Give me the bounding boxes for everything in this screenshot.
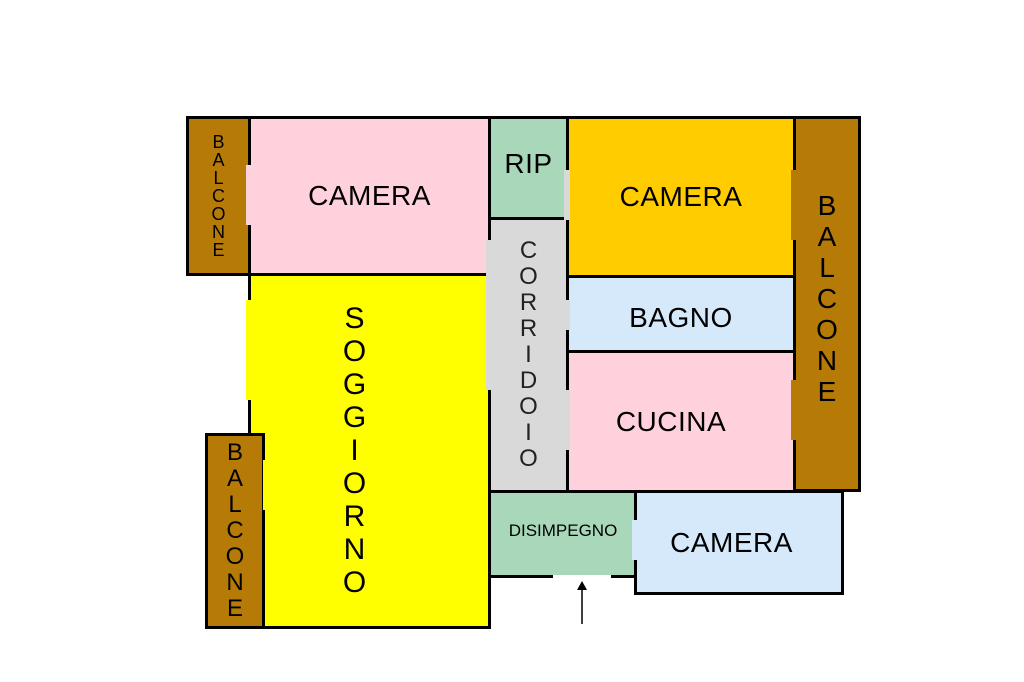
door-opening: [791, 170, 797, 240]
room-label-letter: R: [343, 500, 366, 533]
room-label-letter: I: [525, 341, 532, 368]
room-label-letter: L: [228, 491, 242, 518]
room-label-letter: O: [211, 204, 226, 224]
room-label-letter: S: [344, 302, 365, 335]
door-opening: [564, 170, 570, 220]
door-opening: [246, 300, 252, 400]
door-opening: [246, 165, 252, 225]
room-label-letter: O: [519, 445, 538, 472]
room-cucina: CUCINA: [566, 350, 796, 493]
room-label-letter: O: [342, 467, 367, 500]
room-label-letter: G: [342, 368, 367, 401]
door-opening: [553, 575, 611, 579]
room-label-letter: B: [212, 132, 225, 152]
room-label-letter: B: [817, 190, 837, 221]
room-label-letter: N: [816, 345, 838, 376]
room-label-letter: E: [817, 376, 837, 407]
room-label: BAGNO: [629, 302, 733, 333]
room-label-letter: O: [519, 393, 538, 420]
door-opening: [486, 240, 492, 390]
room-label-letter: A: [212, 150, 225, 170]
door-opening: [564, 390, 570, 450]
room-label-letter: O: [342, 335, 367, 368]
room-label-letter: L: [819, 252, 835, 283]
room-camera-top-right: CAMERA: [566, 116, 796, 278]
entrance-arrow-icon: [577, 581, 587, 624]
room-label-letter: I: [525, 419, 532, 446]
room-label-letter: C: [816, 283, 838, 314]
room-label: CAMERA: [308, 180, 431, 211]
room-label-letter: C: [211, 186, 225, 206]
room-label-letter: O: [519, 263, 538, 290]
door-opening: [263, 460, 267, 510]
room-label-letter: O: [342, 566, 367, 599]
room-rip: RIP: [488, 116, 569, 220]
room-camera-bottom-right: CAMERA: [634, 490, 844, 595]
room-label-letter: L: [213, 168, 224, 188]
room-label-letter: I: [350, 434, 359, 467]
room-label-letter: N: [343, 533, 366, 566]
room-label-letter: O: [225, 543, 245, 570]
room-label-letter: E: [226, 595, 243, 622]
room-label-letter: A: [226, 465, 243, 492]
room-label-letter: A: [817, 221, 837, 252]
room-label-letter: N: [211, 222, 225, 242]
room-camera-top-left: CAMERA: [248, 116, 491, 276]
room-label-letter: O: [816, 314, 838, 345]
room-label-letter: D: [519, 367, 538, 394]
room-bagno: BAGNO: [566, 275, 796, 353]
room-label-letter: R: [519, 289, 538, 316]
room-label: CAMERA: [619, 181, 743, 212]
room-label-letter: N: [226, 569, 244, 596]
door-opening: [564, 300, 570, 330]
room-label-letter: B: [226, 439, 243, 466]
room-label: CAMERA: [670, 526, 793, 558]
room-disimpegno: DISIMPEGNO: [488, 490, 638, 578]
room-label-letter: G: [342, 401, 367, 434]
room-label-letter: C: [519, 237, 538, 264]
room-label-letter: R: [519, 315, 538, 342]
room-label-letter: C: [226, 517, 244, 544]
room-label: CUCINA: [615, 405, 727, 437]
door-opening: [632, 520, 638, 560]
room-label: DISIMPEGNO: [508, 521, 618, 540]
room-label: RIP: [504, 148, 553, 179]
door-opening: [791, 380, 797, 440]
room-label-letter: E: [212, 240, 225, 260]
